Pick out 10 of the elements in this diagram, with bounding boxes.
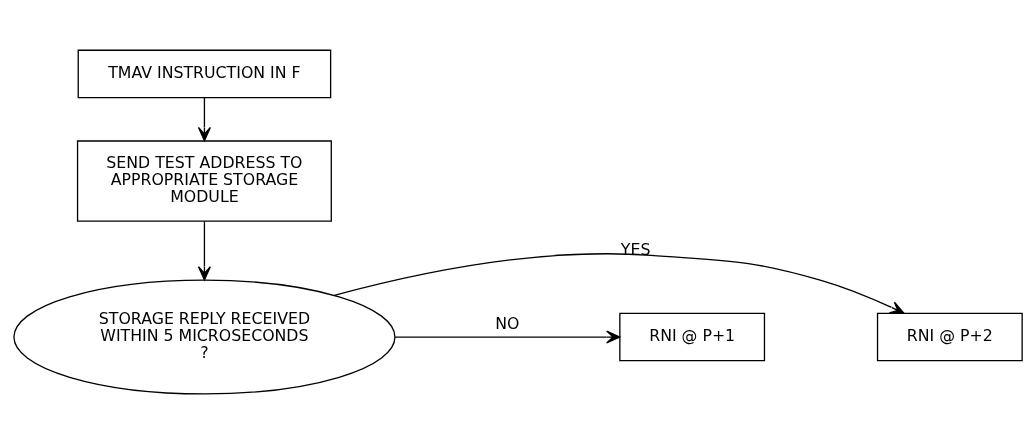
node-ellipse: STORAGE REPLY RECEIVED WITHIN 5 MICROSECONDS ? <box>13 279 396 395</box>
arrow <box>197 220 211 281</box>
node-box: TMAV INSTRUCTION IN F <box>77 49 332 99</box>
arrow <box>333 253 905 314</box>
edge-label: NO <box>495 313 520 333</box>
node-box: SEND TEST ADDRESS TO APPROPRIATE STORAGE MODULE <box>76 140 332 222</box>
arrow <box>197 97 211 142</box>
arrow <box>394 330 621 344</box>
node-box: RNI @ P+1 <box>619 312 766 362</box>
node-box: RNI @ P+2 <box>876 312 1023 362</box>
